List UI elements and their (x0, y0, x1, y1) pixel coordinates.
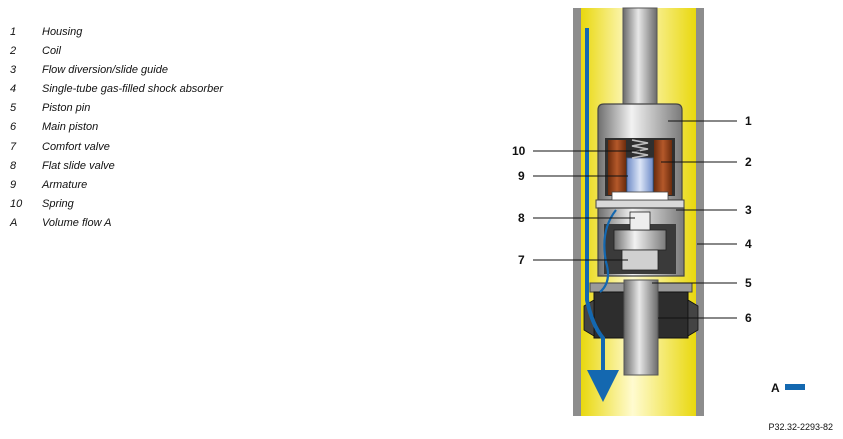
legend-number: 6 (10, 121, 17, 134)
legend-number: A (10, 216, 18, 229)
callout-5: 5 (745, 276, 752, 290)
callout-3: 3 (745, 203, 752, 217)
legend-label: Spring (42, 197, 74, 210)
legend-number: 10 (10, 197, 23, 210)
volume-flow-internal (599, 209, 617, 293)
flat-slide-valve (629, 211, 651, 231)
comfort-valve-disc (613, 229, 667, 251)
flow-a-swatch (785, 384, 805, 390)
legend-number: 1 (10, 26, 17, 38)
figure-code: P32.32-2293-82 (768, 422, 833, 432)
legend-label: Comfort valve (42, 140, 110, 153)
legend-number: 2 (10, 45, 17, 58)
legend-number: 7 (10, 140, 17, 153)
volume-flow-arrow (585, 28, 619, 402)
callout-4: 4 (745, 237, 752, 251)
legend-number: 5 (10, 102, 17, 115)
legend-number: 8 (10, 159, 17, 172)
legend-label: Coil (42, 45, 61, 58)
callout-8: 8 (518, 211, 525, 225)
legend-label: Housing (42, 26, 83, 38)
callout-7: 7 (518, 253, 525, 267)
callout-9: 9 (518, 169, 525, 183)
spring (631, 139, 649, 159)
legend-number: 3 (10, 64, 17, 77)
comfort-valve-body (597, 207, 685, 277)
flow-a-label: A (771, 381, 780, 395)
legend-label: Single-tube gas-filled shock absorber (42, 83, 223, 96)
callout-6: 6 (745, 311, 752, 325)
armature (626, 157, 654, 197)
legend-number: 9 (10, 178, 17, 191)
callout-1: 1 (745, 114, 752, 128)
legend-label: Volume flow A (42, 216, 112, 229)
callout-10: 10 (512, 144, 526, 158)
legend-label: Main piston (42, 121, 99, 134)
legend-label: Piston pin (42, 102, 91, 115)
legend-number: 4 (10, 83, 17, 96)
coil-left (608, 140, 626, 195)
callout-lines (533, 120, 737, 319)
legend-label: Armature (42, 178, 88, 191)
legend-label: Flat slide valve (42, 159, 115, 172)
piston-pin (623, 279, 659, 376)
coil-right (654, 140, 672, 195)
legend-label: Flow diversion/slide guide (42, 64, 168, 77)
callout-2: 2 (745, 155, 752, 169)
piston-rod (622, 7, 658, 107)
